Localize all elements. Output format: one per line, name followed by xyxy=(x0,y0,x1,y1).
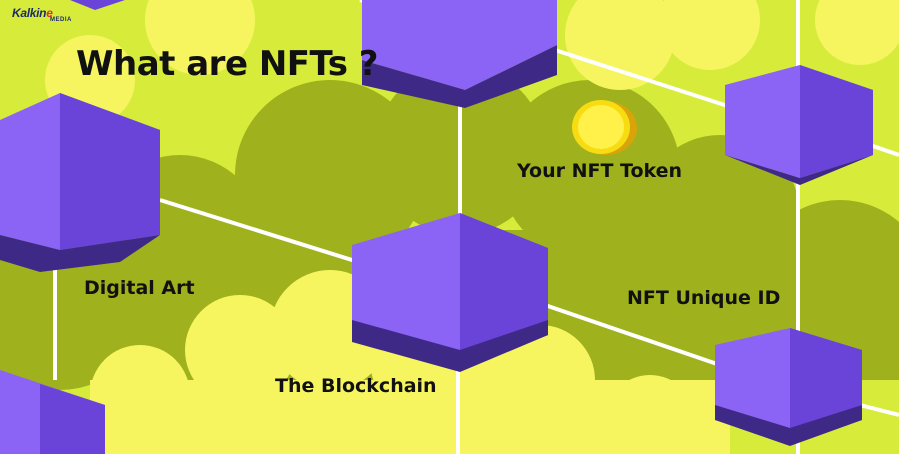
coin-icon xyxy=(572,100,637,155)
brand-logo: Kalkine MEDIA xyxy=(12,6,72,23)
cube-top-left-edge xyxy=(70,0,125,10)
cube-right-bottom xyxy=(715,328,862,446)
label-digital-art: Digital Art xyxy=(84,277,195,299)
cube-top-center xyxy=(362,0,557,108)
label-nft-token: Your NFT Token xyxy=(517,160,683,182)
cube-center xyxy=(352,213,548,372)
label-nft-unique-id: NFT Unique ID xyxy=(627,287,781,309)
cube-right-top xyxy=(725,65,873,185)
cube-bottom-left xyxy=(0,370,105,454)
cube-left xyxy=(0,93,160,272)
label-blockchain: The Blockchain xyxy=(275,375,437,397)
page-title: What are NFTs ? xyxy=(76,44,379,84)
light-clouds xyxy=(45,0,899,454)
